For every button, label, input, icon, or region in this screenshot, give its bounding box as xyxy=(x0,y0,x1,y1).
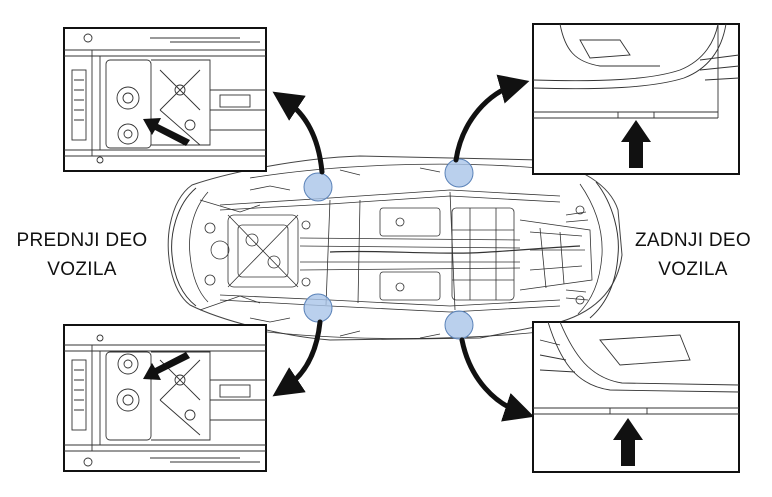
detail-arrow-front-right xyxy=(143,352,190,380)
lift-point-marker-rear-left xyxy=(444,158,474,188)
detail-arrow-front-left xyxy=(143,118,190,146)
lift-point-marker-rear-right xyxy=(444,310,474,340)
rear-label-line2: VOZILA xyxy=(658,259,728,280)
car-underbody-illustration xyxy=(167,155,623,341)
detail-rear-right xyxy=(532,321,740,473)
front-of-vehicle-label: PREDNJI DEO VOZILA xyxy=(2,226,162,284)
pointer-arrows xyxy=(272,74,535,422)
rear-label-line1: ZADNJI DEO xyxy=(635,230,751,251)
arrow-to-top-right-detail xyxy=(453,74,530,163)
detail-arrow-rear-left xyxy=(621,120,651,168)
lift-point-markers xyxy=(303,158,474,340)
lift-point-marker-front-left xyxy=(303,172,333,202)
detail-front-left xyxy=(63,27,267,172)
front-label-line2: VOZILA xyxy=(47,259,117,280)
detail-rear-left xyxy=(532,23,740,175)
detail-front-right xyxy=(63,324,267,472)
front-label-line1: PREDNJI DEO xyxy=(16,230,148,251)
arrow-to-bottom-left-detail xyxy=(272,319,323,397)
arrow-to-bottom-right-detail xyxy=(459,337,535,422)
rear-of-vehicle-label: ZADNJI DEO VOZILA xyxy=(618,226,768,284)
arrow-to-top-left-detail xyxy=(272,91,325,175)
lift-point-marker-front-right xyxy=(303,293,333,323)
detail-arrow-rear-right xyxy=(613,418,643,466)
